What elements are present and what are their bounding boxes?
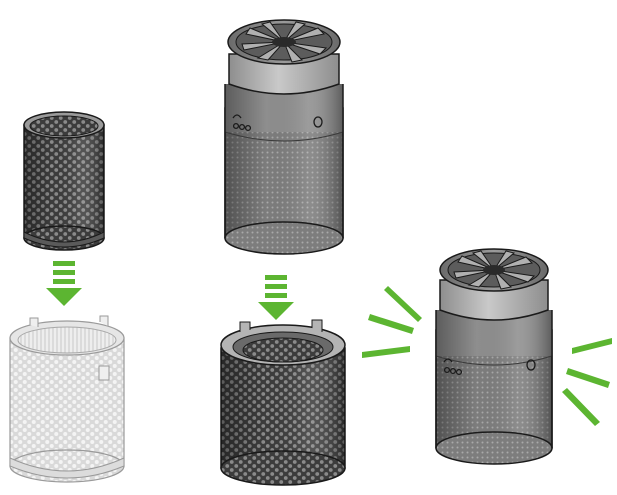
down-arrow-icon xyxy=(46,261,82,306)
purifier-body xyxy=(225,20,343,254)
down-arrow-icon xyxy=(258,275,294,320)
purifier-assembled xyxy=(436,249,552,464)
assembled-filter xyxy=(221,320,345,485)
hepa-filter xyxy=(10,316,124,482)
carbon-filter xyxy=(24,112,104,250)
